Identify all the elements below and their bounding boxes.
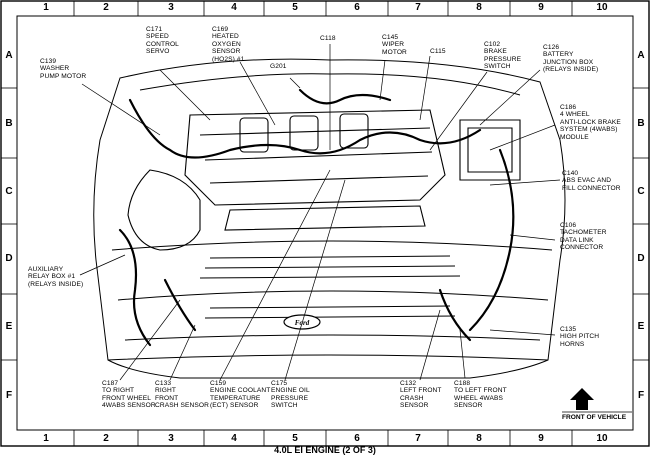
grid-row-right-c: C	[637, 186, 645, 197]
grid-col-top-2: 2	[103, 2, 109, 13]
grid-row-left-b: B	[5, 118, 13, 129]
grid-row-right-a: A	[637, 50, 645, 61]
callout-c187: C187 TO RIGHT FRONT WHEEL 4WABS SENSOR	[102, 380, 156, 410]
grid-col-top-3: 3	[168, 2, 174, 13]
grid-col-top-8: 8	[476, 2, 482, 13]
callout-c115: C115	[430, 48, 446, 55]
callout-c102: C102 BRAKE PRESSURE SWITCH	[484, 41, 522, 71]
callout-c175: C175 ENGINE OIL PRESSURE SWITCH	[271, 380, 310, 410]
grid-row-right-f: F	[637, 390, 645, 401]
grid-col-bottom-5: 5	[292, 433, 298, 444]
callout-c188: C188 TO LEFT FRONT WHEEL 4WABS SENSOR	[454, 380, 507, 410]
grid-ticks	[1, 1, 649, 446]
callout-c133: C133 RIGHT FRONT CRASH SENSOR	[155, 380, 209, 410]
grid-col-top-4: 4	[231, 2, 237, 13]
grid-col-bottom-10: 10	[596, 433, 608, 444]
grid-col-bottom-2: 2	[103, 433, 109, 444]
grid-row-left-c: C	[5, 186, 13, 197]
grid-row-right-e: E	[637, 321, 645, 332]
callout-c171: C171 SPEED CONTROL SERVO	[146, 26, 179, 56]
grid-col-top-5: 5	[292, 2, 298, 13]
front-of-vehicle-label: FRONT OF VEHICLE	[562, 414, 627, 421]
engine-block	[127, 109, 521, 251]
grid-col-bottom-7: 7	[415, 433, 421, 444]
grid-row-right-b: B	[637, 118, 645, 129]
grid-row-left-e: E	[5, 321, 13, 332]
callout-c126: C126 BATTERY JUNCTION BOX (RELAYS INSIDE…	[543, 44, 599, 74]
grid-col-top-10: 10	[596, 2, 608, 13]
radiator-grille	[199, 255, 461, 319]
grid-col-top-7: 7	[415, 2, 421, 13]
callout-c140: C140 ABS EVAC AND FILL CONNECTOR	[562, 170, 621, 192]
grid-col-bottom-8: 8	[476, 433, 482, 444]
callout-c135: C135 HIGH PITCH HORNS	[560, 326, 600, 348]
grid-col-top-6: 6	[354, 2, 360, 13]
grid-col-top-9: 9	[538, 2, 544, 13]
callout-c132: C132 LEFT FRONT CRASH SENSOR	[400, 380, 442, 410]
grid-col-bottom-1: 1	[43, 433, 49, 444]
callout-c118: C118	[320, 35, 336, 42]
diagram-caption: 4.0L EI ENGINE (2 OF 3)	[274, 445, 376, 455]
grid-row-right-d: D	[637, 253, 645, 264]
callout-c169: C169 HEATED OXYGEN SENSOR (HO2S) #1	[212, 26, 245, 63]
callout-c106: C106 TACHOMETER DATA LINK CONNECTOR	[560, 222, 607, 252]
callout-c186: C186 4 WHEEL ANTI-LOCK BRAKE SYSTEM (4WA…	[560, 104, 621, 141]
callout-auxiliary-relay-box: AUXILIARY RELAY BOX #1 (RELAYS INSIDE)	[28, 266, 84, 288]
grid-col-top-1: 1	[43, 2, 49, 13]
grid-row-left-f: F	[5, 390, 13, 401]
callout-g201: G201	[270, 63, 287, 70]
callout-c145: C145 WIPER MOTOR	[382, 34, 407, 56]
ford-logo: Ford	[283, 314, 321, 330]
front-of-vehicle-arrow	[562, 388, 632, 413]
wiring-harness	[118, 88, 515, 347]
grid-col-bottom-3: 3	[168, 433, 174, 444]
callout-c159: C159 ENGINE COOLANT TEMPERATURE (ECT) SE…	[210, 380, 271, 410]
grid-row-left-d: D	[5, 253, 13, 264]
grid-col-bottom-6: 6	[354, 433, 360, 444]
callout-c139: C139 WASHER PUMP MOTOR	[40, 58, 87, 80]
grid-col-bottom-4: 4	[231, 433, 237, 444]
grid-row-left-a: A	[5, 50, 13, 61]
leader-lines	[79, 44, 561, 381]
grid-col-bottom-9: 9	[538, 433, 544, 444]
